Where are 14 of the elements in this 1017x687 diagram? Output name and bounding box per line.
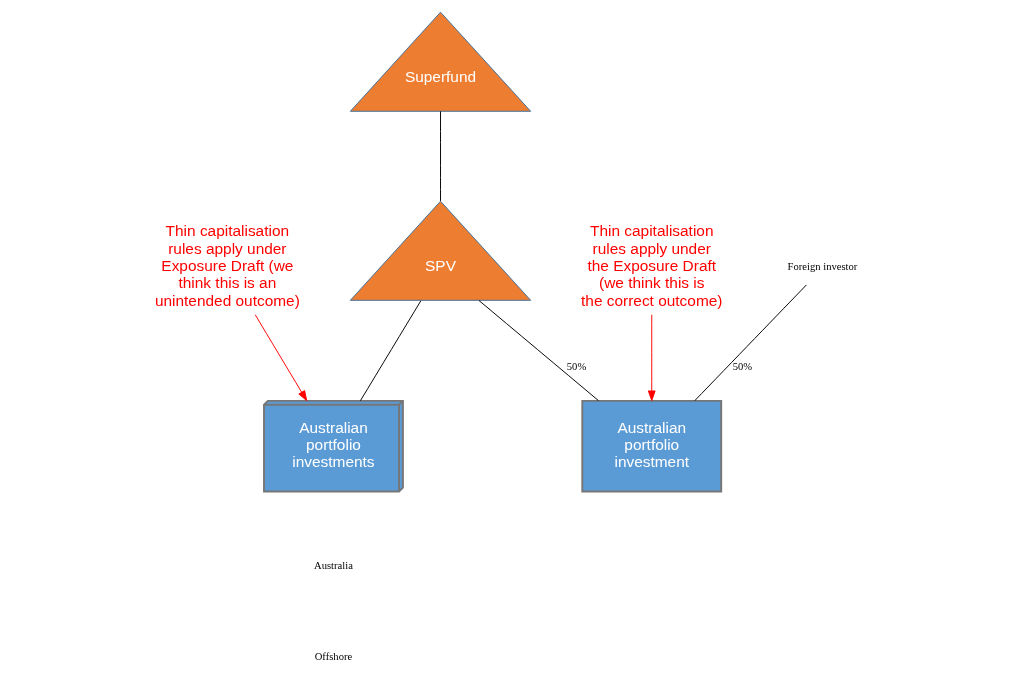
node-text: Foreign investor xyxy=(787,261,857,272)
label: Australia xyxy=(313,559,353,571)
connector xyxy=(478,300,599,402)
node-text: Thin capitalisation rules apply under the Exposure Draft (we think this is the correct outcome) xyxy=(580,222,722,309)
arrow xyxy=(647,314,656,402)
edge-label: 50% xyxy=(732,360,752,372)
connector xyxy=(359,300,421,402)
node-box: Australian portfolio investment xyxy=(580,399,722,493)
connector xyxy=(439,110,441,202)
node-text: Thin capitalisation rules apply under Exposure Draft (we think this is an unintended outcome) xyxy=(154,222,300,309)
edge-label: 50% xyxy=(566,360,586,372)
arrow xyxy=(254,314,307,402)
label: Offshore xyxy=(314,651,352,663)
connector xyxy=(693,284,807,402)
